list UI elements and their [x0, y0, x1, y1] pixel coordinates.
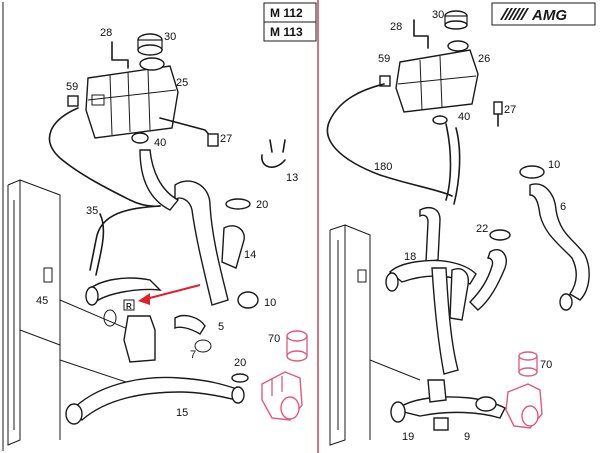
- radiator-left: [7, 179, 151, 446]
- callout-70-right: 70: [540, 359, 552, 371]
- callout-19-right: 19: [402, 431, 414, 443]
- callout-9-right: 9: [464, 431, 470, 443]
- callout-18-right: 18: [404, 251, 416, 263]
- callout-20a-left: 20: [256, 199, 268, 211]
- callout-59-left: 59: [66, 81, 78, 93]
- radiator-right: [329, 224, 421, 446]
- callout-20b-left: 20: [234, 357, 246, 369]
- cap-30-right: [444, 10, 468, 30]
- callout-70-left: 70: [268, 333, 280, 345]
- pink-part-70-right: [505, 351, 543, 429]
- callout-180-right: 180: [374, 161, 392, 173]
- engine-code-1: M 112: [270, 6, 303, 20]
- callout-15-left: 15: [176, 407, 188, 419]
- callout-30-right: 30: [432, 9, 444, 21]
- expansion-tank-left: [85, 57, 179, 139]
- marker-box: [123, 299, 135, 311]
- engine-code-box: M 112 M 113: [263, 2, 317, 42]
- callout-10-left: 10: [264, 297, 276, 309]
- callout-59-right: 59: [378, 53, 390, 65]
- callout-40-right: 40: [458, 111, 470, 123]
- callout-7-left: 7: [190, 349, 196, 361]
- callout-45-left: 45: [36, 295, 48, 307]
- callout-6-right: 6: [560, 201, 566, 213]
- callout-14-left: 14: [244, 249, 256, 261]
- callout-27-left: 27: [220, 133, 232, 145]
- amg-logo: AMG: [491, 2, 596, 26]
- callout-27-right: 27: [504, 104, 516, 116]
- cap-30-left: [137, 33, 163, 56]
- callout-40-left: 40: [154, 137, 166, 149]
- highlight-arrow: [138, 284, 201, 305]
- callout-22-right: 22: [476, 223, 488, 235]
- expansion-tank-right: [395, 40, 479, 113]
- marker-label: R: [126, 302, 132, 311]
- callout-28-right: 28: [390, 21, 402, 33]
- engine-code-2: M 113: [270, 25, 303, 39]
- callout-28-left: 28: [100, 27, 112, 39]
- callout-35-left: 35: [86, 205, 98, 217]
- callout-10-right: 10: [548, 159, 560, 171]
- amg-logo-text: AMG: [531, 7, 567, 24]
- callout-30-left: 30: [164, 31, 176, 43]
- right-diagram: 28 30 59 26 27 40 180 10 6 22 18 70 19 9: [326, 9, 590, 446]
- pink-part-70-left: [261, 330, 308, 421]
- callout-25-left: 25: [176, 77, 188, 89]
- callout-5-left: 5: [218, 321, 224, 333]
- left-diagram: R 28 30 59 25 27 40 13 35 20 14 45 10 5 …: [7, 27, 308, 446]
- callout-13-left: 13: [286, 172, 298, 184]
- callout-26-right: 26: [478, 53, 490, 65]
